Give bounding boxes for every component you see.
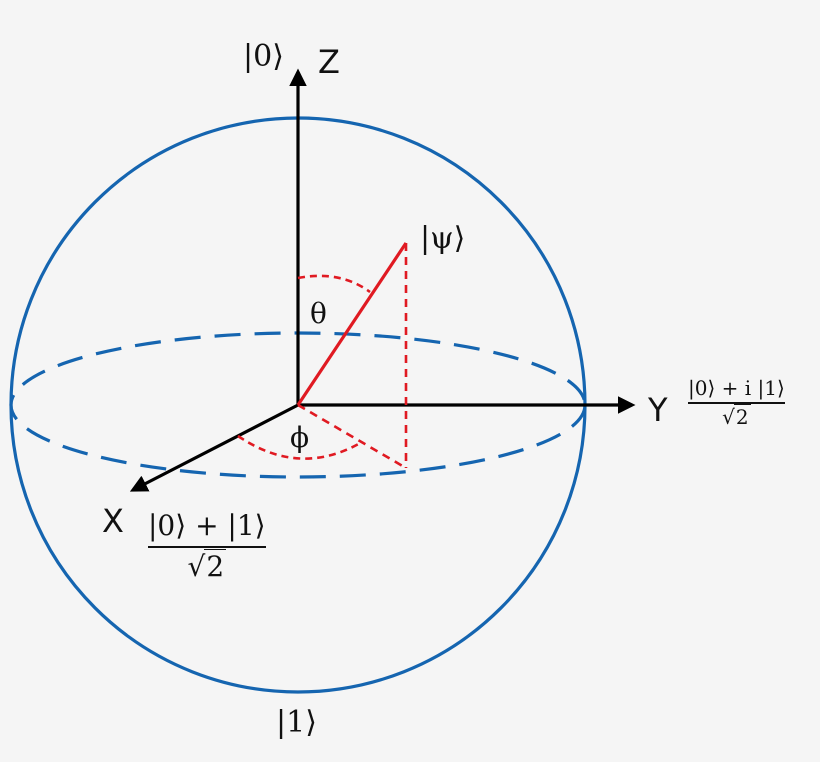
y-state-fraction: |0⟩ + i |1⟩ √2 <box>688 376 785 429</box>
x-state-denominator: √2 <box>187 548 227 583</box>
theta-label: θ <box>310 297 327 330</box>
x-state-fraction: |0⟩ + |1⟩ √2 <box>148 509 266 583</box>
y-state-radicand: 2 <box>733 403 751 429</box>
theta-arc <box>297 274 371 294</box>
x-axis <box>129 403 299 492</box>
x-state-numerator: |0⟩ + |1⟩ <box>148 509 266 542</box>
ket-0-label: |0⟩ <box>243 39 284 74</box>
x-state-sqrt-symbol: √ <box>187 549 206 583</box>
x-state-radicand: 2 <box>204 548 227 583</box>
phi-arc <box>237 434 363 460</box>
y-state-fraction-bar <box>688 402 785 404</box>
x-axis-label: X <box>102 502 124 540</box>
ket-1-label: |1⟩ <box>276 705 317 740</box>
psi-vector <box>296 242 408 406</box>
x-state-fraction-bar <box>148 546 266 548</box>
y-state-sqrt-symbol: √ <box>722 404 735 429</box>
psi-projection-horizontal <box>297 403 407 470</box>
y-state-denominator: √2 <box>722 403 751 429</box>
z-axis-label: Z <box>318 43 340 81</box>
y-state-numerator: |0⟩ + i |1⟩ <box>688 376 785 400</box>
y-axis-label: Y <box>648 391 668 429</box>
psi-label: |ψ⟩ <box>420 221 466 256</box>
phi-label: ϕ <box>290 421 310 454</box>
